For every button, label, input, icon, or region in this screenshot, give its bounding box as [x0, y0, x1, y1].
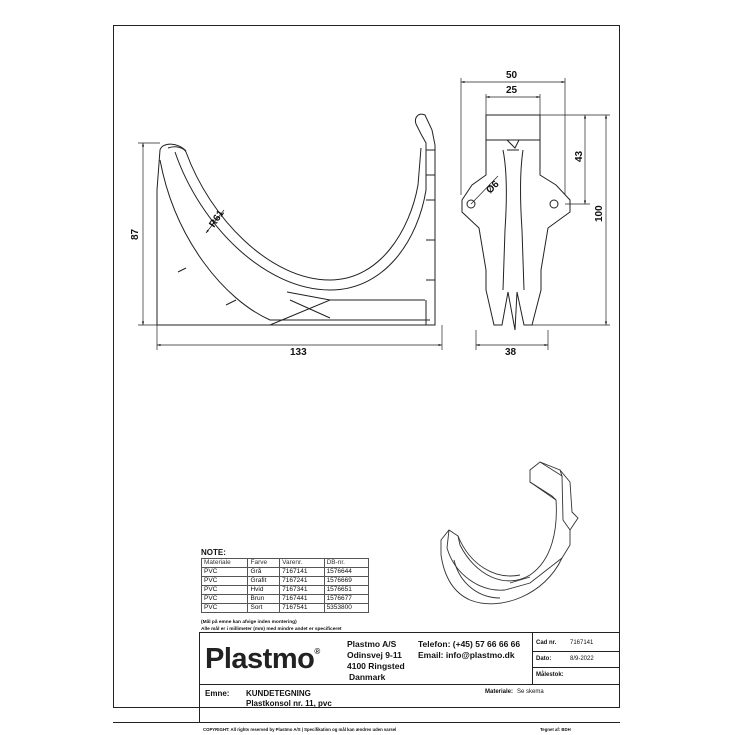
side-dimensions: [138, 142, 443, 350]
material-field: Materiale:Se skema: [485, 689, 544, 695]
date-label: Dato:: [536, 656, 552, 662]
table-cell: Grå: [247, 567, 281, 577]
title-block-mid-border: [199, 684, 620, 685]
subject-subtitle: Plastkonsol nr. 11, pvc: [246, 699, 332, 708]
table-cell: PVC: [200, 585, 249, 595]
table-row: PVC Grafit 7167241 1576669: [200, 576, 370, 586]
title-block-meta-divider: [532, 632, 533, 684]
scale-label: Målestok:: [536, 672, 564, 678]
footer-border: [113, 722, 620, 723]
note-title: NOTE:: [201, 548, 226, 557]
dim-front-inner-label: 25: [506, 85, 518, 96]
table-row: PVC Hvid 7167341 1576651: [200, 585, 370, 595]
table-cell: Brun: [247, 594, 281, 604]
isometric-view: [440, 461, 579, 605]
table-header-cell: DB-nr.: [323, 558, 370, 568]
dim-width-label: 133: [290, 347, 307, 358]
company-email: Email: info@plastmo.dk: [418, 650, 515, 660]
table-cell: 7167441: [279, 594, 325, 604]
measurement-notes: (Mål på emne kan afvige inden montering)…: [201, 619, 521, 633]
table-row: PVC Brun 7167441 1576677: [200, 594, 370, 604]
subject-title-block: KUNDETEGNING Plastkonsol nr. 11, pvc: [246, 689, 332, 709]
table-header-row: Materiale Farve Varenr. DB-nr.: [200, 558, 370, 568]
table-cell: 7167141: [279, 567, 325, 577]
side-view: [156, 113, 436, 326]
front-dimensions: [460, 78, 610, 350]
table-cell: PVC: [200, 603, 249, 613]
note-block: NOTE: Materiale Farve Varenr. DB-nr. PVC…: [200, 548, 370, 613]
meta-row-divider: [532, 651, 620, 652]
table-cell: Grafit: [247, 576, 281, 586]
table-cell: 5353800: [323, 603, 370, 613]
material-value: Se skema: [517, 689, 544, 695]
table-cell: 1576651: [323, 585, 370, 595]
material-label: Materiale:: [485, 689, 514, 695]
company-address: Plastmo A/S Odinsvej 9-11 4100 Ringsted …: [347, 639, 405, 683]
table-row: PVC Sort 7167541 5353800: [200, 603, 370, 613]
table-cell: PVC: [200, 594, 249, 604]
table-cell: 1576644: [323, 567, 370, 577]
table-cell: PVC: [200, 576, 249, 586]
company-street: Odinsvej 9-11: [347, 650, 402, 660]
table-cell: PVC: [200, 567, 249, 577]
table-cell: 7167341: [279, 585, 325, 595]
meta-row-divider: [532, 667, 620, 668]
dim-front-bottom-label: 38: [505, 347, 517, 358]
dim-front-100-label: 100: [594, 205, 605, 222]
note-line-1: (Mål på emne kan afvige inden montering): [201, 620, 297, 625]
cad-value: 7167141: [570, 640, 594, 646]
note-line-2: Alle mål er i millimeter (mm) med mindre…: [201, 627, 342, 632]
company-city: 4100 Ringsted: [347, 661, 405, 671]
table-cell: Hvid: [247, 585, 281, 595]
date-value: 8/9-2022: [570, 656, 594, 662]
table-row: PVC Grå 7167141 1576644: [200, 567, 370, 577]
title-block-top-border: [199, 632, 620, 633]
table-cell: 7167541: [279, 603, 325, 613]
table-cell: 1576669: [323, 576, 370, 586]
dim-height-label: 87: [130, 228, 141, 240]
registered-mark: ®: [314, 647, 320, 656]
subject-label: Emne:: [205, 689, 230, 698]
table-header-cell: Varenr.: [279, 558, 325, 568]
company-contact: Telefon: (+45) 57 66 66 66 Email: info@p…: [418, 639, 520, 661]
table-header-cell: Materiale: [200, 558, 249, 568]
front-view: [461, 114, 571, 331]
subject-title: KUNDETEGNING: [246, 689, 311, 698]
dim-front-43-label: 43: [574, 150, 585, 162]
sheet-frame: [113, 25, 620, 708]
drawn-by: Tegnet af: BDH: [540, 727, 571, 732]
spec-table: Materiale Farve Varenr. DB-nr. PVC Grå 7…: [200, 558, 370, 613]
company-phone: Telefon: (+45) 57 66 66 66: [418, 639, 521, 649]
logo-text: Plastmo: [205, 643, 315, 675]
table-header-cell: Farve: [247, 558, 281, 568]
dim-hole-label: Ø6: [484, 179, 502, 197]
company-country: Danmark: [349, 672, 386, 682]
cad-label: Cad nr.: [536, 640, 557, 646]
table-cell: 1576677: [323, 594, 370, 604]
company-name: Plastmo A/S: [347, 639, 397, 649]
title-block-left-border: [199, 632, 200, 722]
plastmo-logo: Plastmo®: [205, 643, 320, 676]
table-cell: Sort: [247, 603, 281, 613]
copyright-footer: COPYRIGHT: All rights reserved by Plastm…: [203, 727, 397, 732]
table-cell: 7167241: [279, 576, 325, 586]
dim-front-top-label: 50: [506, 70, 518, 81]
